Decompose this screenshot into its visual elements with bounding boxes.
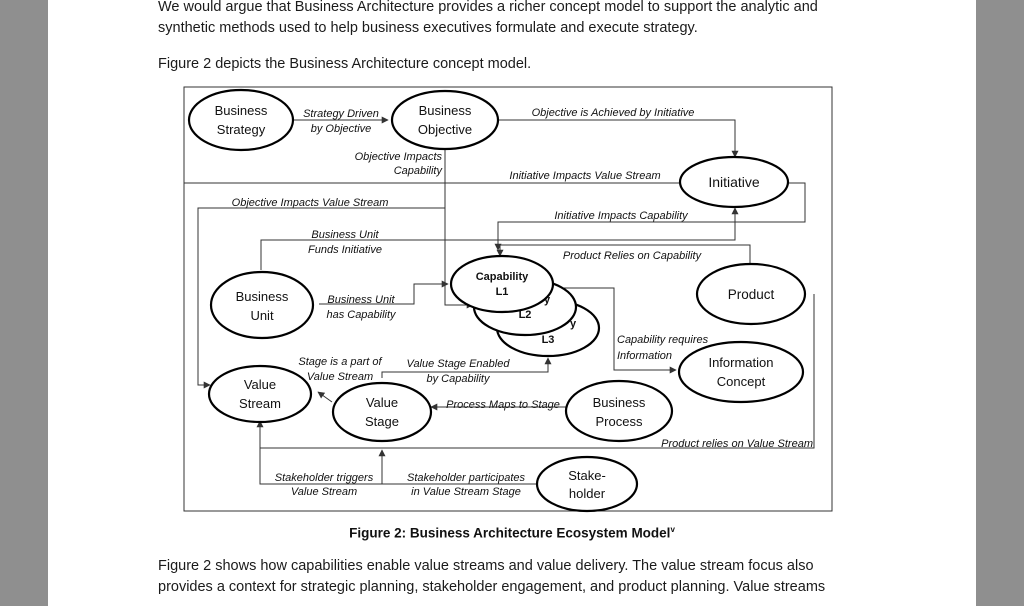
node-stakeholder-line-1: Stake- (568, 468, 606, 483)
node-value-stage: Value Stage (331, 381, 433, 443)
figure-frame (183, 86, 833, 512)
label-objective-impacts-capability-line-1: Objective Impacts (355, 151, 443, 163)
label-objective-achieved: Objective is Achieved by Initiative (532, 107, 695, 119)
label-strategy-driven-line-1: Strategy Driven (303, 108, 379, 120)
node-business-strategy: Business Strategy (187, 88, 295, 152)
node-capability-l1-line-2: L1 (496, 286, 509, 298)
node-information-concept: Information Concept (677, 340, 805, 404)
edge-capability-information (553, 287, 677, 374)
label-stage-enabled-line-1: Value Stage Enabled (407, 358, 511, 370)
node-product: Product (695, 262, 807, 326)
edge-unit-initiative (260, 207, 739, 270)
node-capability-l3-level: L3 (542, 334, 555, 346)
paragraph-top-line-2: synthetic methods used to help business … (158, 20, 698, 36)
node-information-concept-line-2: Concept (717, 374, 766, 389)
node-business-strategy-line-2: Strategy (217, 122, 266, 137)
node-stakeholder: Stake- holder (535, 455, 639, 513)
node-business-unit-line-2: Unit (250, 308, 274, 323)
node-business-process-line-2: Process (596, 414, 643, 429)
label-stakeholder-triggers-line-2: Value Stream (291, 486, 357, 498)
figure-caption-text: Figure 2: Business Architecture Ecosyste… (349, 525, 671, 541)
node-capability-l2-fragment: y (544, 294, 551, 306)
label-stage-part-of-line-2: Value Stream (307, 371, 373, 383)
paragraph-bottom: Figure 2 shows how capabilities enable v… (158, 556, 825, 598)
edge-objective-value-stream (197, 207, 445, 389)
edge-product-capability (496, 244, 751, 270)
label-stage-enabled-line-2: by Capability (427, 373, 491, 385)
node-business-process: Business Process (564, 379, 674, 443)
label-stakeholder-triggers-line-1: Stakeholder triggers (275, 472, 374, 484)
node-value-stage-line-1: Value (366, 395, 398, 410)
node-value-stream-line-2: Stream (239, 396, 281, 411)
paragraph-bottom-line-2: provides a context for strategic plannin… (158, 579, 826, 595)
edge-stakeholder-value-stream (259, 448, 536, 485)
edge-objective-initiative (489, 119, 739, 158)
label-stakeholder-participates-line-2: in Value Stream Stage (411, 486, 521, 498)
label-product-relies-value-stream: Product relies on Value Stream (661, 438, 813, 450)
business-architecture-diagram: Business Strategy Business Objective Ini… (183, 86, 833, 513)
node-initiative: Initiative (678, 155, 790, 209)
label-unit-has-capability-line-1: Business Unit (327, 294, 395, 306)
label-product-relies-capability: Product Relies on Capability (563, 250, 703, 262)
node-business-process-line-1: Business (593, 395, 646, 410)
node-business-unit: Business Unit (209, 270, 315, 340)
node-capability-l1: Capability L1 (449, 254, 555, 314)
node-value-stage-line-2: Stage (365, 414, 399, 429)
label-unit-funds-line-1: Business Unit (311, 229, 379, 241)
label-initiative-impacts-value-stream: Initiative Impacts Value Stream (509, 170, 660, 182)
label-objective-impacts-capability-line-2: Capability (394, 165, 444, 177)
label-unit-has-capability-line-2: has Capability (326, 309, 397, 321)
diagram-connectors (184, 116, 815, 485)
edge-stage-value-stream (317, 391, 333, 403)
label-stakeholder-participates-line-1: Stakeholder participates (407, 472, 526, 484)
label-unit-funds-line-2: Funds Initiative (308, 244, 382, 256)
node-stakeholder-line-2: holder (569, 486, 606, 501)
label-initiative-impacts-capability: Initiative Impacts Capability (554, 210, 689, 222)
diagram-relation-labels: Strategy Driven by Objective Objective i… (232, 107, 813, 498)
node-capability-l1-line-1: Capability (476, 271, 529, 283)
figure-caption-footnote-marker: v (670, 525, 675, 534)
paragraph-top-line-1: We would argue that Business Architectur… (158, 0, 818, 15)
document-page: We would argue that Business Architectur… (48, 0, 976, 606)
paragraph-bottom-line-1: Figure 2 shows how capabilities enable v… (158, 558, 814, 574)
edge-objective-capability (444, 148, 474, 309)
node-business-unit-line-1: Business (236, 289, 289, 304)
node-value-stream: Value Stream (207, 364, 313, 424)
node-information-concept-line-1: Information (708, 355, 773, 370)
node-initiative-label: Initiative (708, 174, 760, 190)
label-objective-impacts-value-stream: Objective Impacts Value Stream (232, 197, 389, 209)
edge-initiative-capability (494, 182, 806, 251)
label-process-maps: Process Maps to Stage (446, 399, 560, 411)
node-business-strategy-line-1: Business (215, 103, 268, 118)
node-capability-l2-level: L2 (519, 309, 532, 321)
edge-stage-capability (381, 357, 552, 378)
node-capability-l3-fragment: y (570, 318, 577, 330)
node-value-stream-line-1: Value (244, 377, 276, 392)
label-capability-requires-line-2: Information (617, 350, 672, 362)
label-stage-part-of-line-1: Stage is a part of (298, 356, 382, 368)
node-product-label: Product (728, 287, 775, 302)
edge-unit-capability (319, 280, 449, 305)
paragraph-top: We would argue that Business Architectur… (158, 0, 818, 39)
figure-caption: Figure 2: Business Architecture Ecosyste… (48, 525, 976, 541)
label-strategy-driven-line-2: by Objective (311, 123, 372, 135)
paragraph-figure-intro: Figure 2 depicts the Business Architectu… (158, 56, 532, 72)
edge-product-value-stream (256, 294, 815, 449)
node-business-objective: Business Objective (390, 89, 500, 151)
node-business-objective-line-1: Business (419, 103, 472, 118)
label-capability-requires-line-1: Capability requires (617, 334, 709, 346)
node-business-objective-line-2: Objective (418, 122, 472, 137)
